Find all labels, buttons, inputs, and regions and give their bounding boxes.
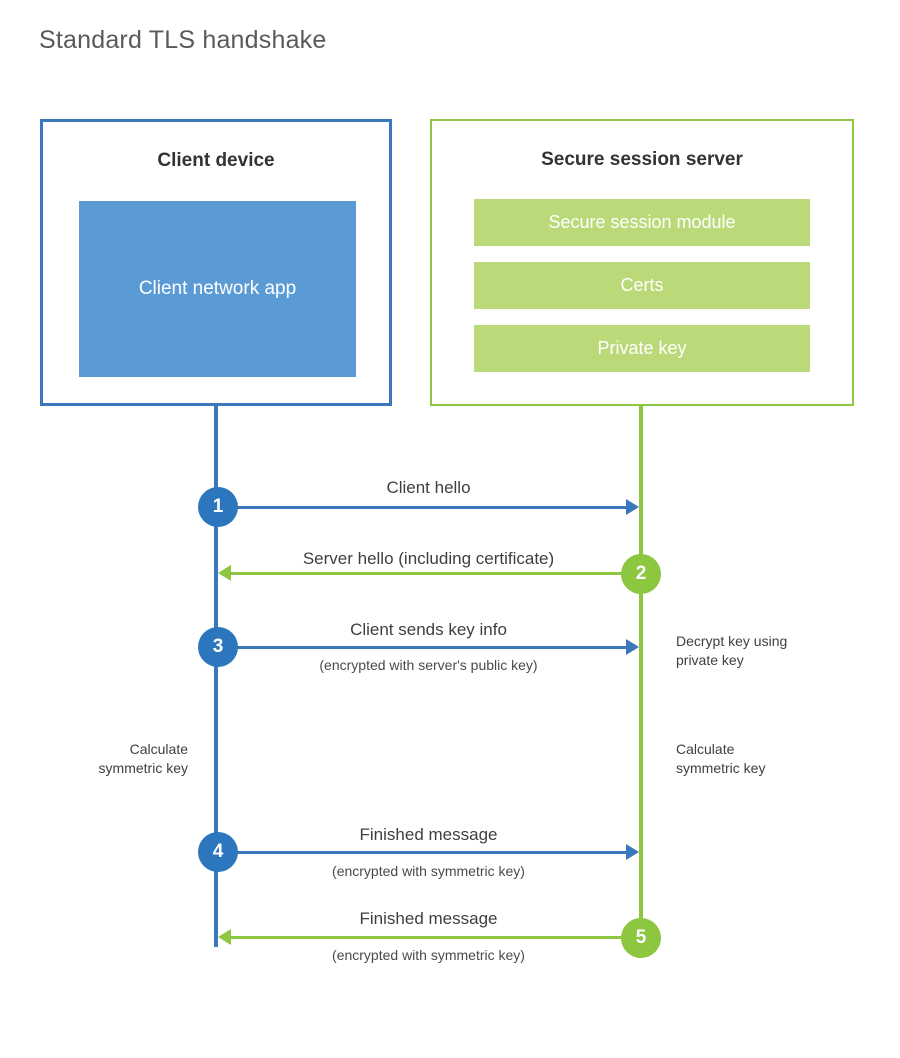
step-2-badge: 2 bbox=[621, 554, 661, 594]
step-2-arrow-line bbox=[231, 572, 629, 575]
step-4-label: Finished message bbox=[359, 825, 498, 844]
page-title: Standard TLS handshake bbox=[39, 26, 327, 54]
step-2-arrow-head-icon bbox=[218, 565, 231, 581]
step-1-label: Client hello bbox=[386, 478, 471, 497]
client-lifeline bbox=[214, 406, 218, 947]
step-5-sublabel: (encrypted with symmetric key) bbox=[332, 947, 525, 963]
server-component-private-key: Private key bbox=[474, 325, 810, 372]
server-component-list: Secure session module Certs Private key bbox=[474, 199, 810, 372]
step-2-label: Server hello (including certificate) bbox=[302, 549, 555, 568]
note-server-calculate-symmetric-key: Calculate symmetric key bbox=[676, 741, 766, 776]
step-4-arrow-line bbox=[218, 851, 627, 854]
server-lifeline bbox=[639, 406, 643, 941]
step-1-arrow-head-icon bbox=[626, 499, 639, 515]
step-5-arrow-head-icon bbox=[218, 929, 231, 945]
step-3-badge: 3 bbox=[198, 627, 238, 667]
step-3-arrow-line bbox=[218, 646, 627, 649]
client-device-title: Client device bbox=[157, 150, 275, 171]
note-client-calculate-symmetric-key: Calculate symmetric key bbox=[98, 741, 188, 776]
step-3-sublabel: (encrypted with server's public key) bbox=[319, 657, 538, 673]
step-4-sublabel: (encrypted with symmetric key) bbox=[332, 863, 525, 879]
step-3-arrow-head-icon bbox=[626, 639, 639, 655]
step-5-badge: 5 bbox=[621, 918, 661, 958]
server-component-certs: Certs bbox=[474, 262, 810, 309]
server-component-secure-session-module: Secure session module bbox=[474, 199, 810, 246]
step-4-badge: 4 bbox=[198, 832, 238, 872]
secure-session-server-title: Secure session server bbox=[541, 149, 743, 170]
secure-session-server-box: Secure session server Secure session mod… bbox=[430, 119, 854, 406]
step-1-badge: 1 bbox=[198, 487, 238, 527]
note-server-decrypt-key: Decrypt key using private key bbox=[676, 633, 788, 668]
client-network-app-block: Client network app bbox=[79, 201, 356, 377]
step-3-label: Client sends key info bbox=[350, 620, 507, 639]
step-1-arrow-line bbox=[218, 506, 627, 509]
step-5-label: Finished message bbox=[359, 909, 498, 928]
step-5-arrow-line bbox=[231, 936, 629, 939]
client-device-box: Client device Client network app bbox=[40, 119, 392, 406]
step-4-arrow-head-icon bbox=[626, 844, 639, 860]
